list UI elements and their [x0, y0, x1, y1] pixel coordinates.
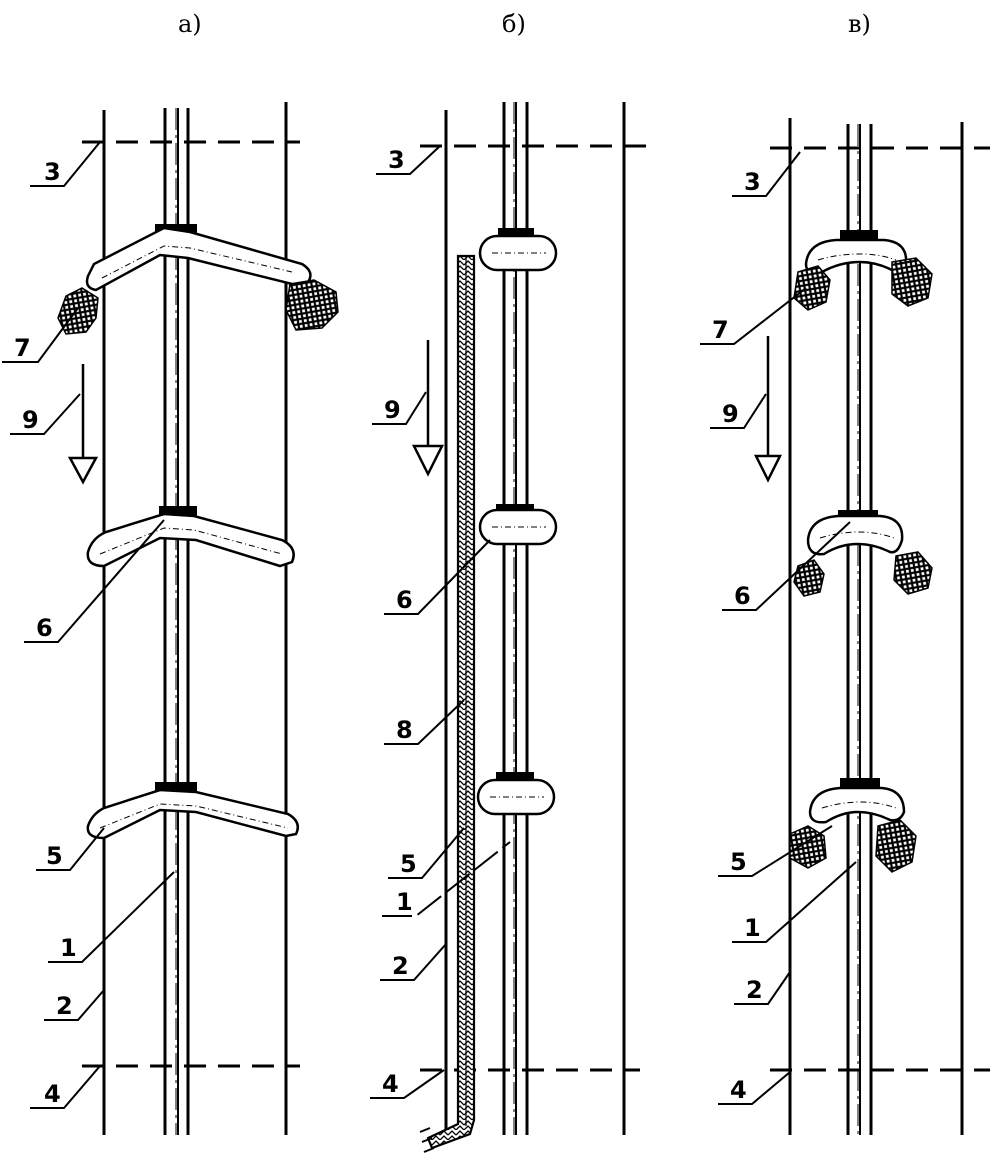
svg-text:3: 3: [744, 168, 761, 196]
panel-c-callout-5: 5: [718, 825, 833, 877]
panel-c-pipe: [846, 124, 873, 1135]
panel-b-callout-1: 1: [382, 841, 511, 917]
panel-a-debris-right: [285, 279, 339, 331]
panel-a-callout-1: 1: [48, 871, 175, 963]
svg-text:7: 7: [712, 316, 729, 344]
panel-c-fastener-top: [804, 230, 908, 275]
svg-text:8: 8: [396, 716, 413, 744]
svg-text:6: 6: [36, 614, 53, 642]
svg-text:1: 1: [744, 914, 761, 942]
panel-b-callout-6: 6: [384, 539, 491, 615]
svg-text:9: 9: [722, 400, 739, 428]
svg-text:2: 2: [392, 952, 409, 980]
svg-text:5: 5: [46, 842, 63, 870]
panel-c-fastener-mid: [806, 510, 904, 556]
panel-a-title: а): [178, 10, 202, 38]
panel-c-debris-top-left: [793, 265, 831, 311]
panel-a-fastener-mid: [86, 506, 295, 568]
panel-b-cable: [419, 254, 476, 1153]
panel-c-debris-mid-right: [893, 551, 933, 595]
panel-b: б): [370, 10, 650, 1153]
svg-text:4: 4: [382, 1070, 399, 1098]
panel-b-title: б): [502, 10, 526, 38]
svg-text:1: 1: [396, 888, 413, 916]
panel-c: в): [700, 10, 990, 1135]
panel-c-debris-low-right: [875, 819, 917, 873]
svg-text:2: 2: [746, 976, 763, 1004]
panel-c-fastener-low: [808, 778, 906, 824]
svg-text:6: 6: [396, 586, 413, 614]
panel-a-fastener-top: [85, 224, 312, 292]
panel-a-pipe: [163, 108, 190, 1135]
svg-text:5: 5: [730, 848, 747, 876]
svg-text:3: 3: [44, 158, 61, 186]
panel-c-callout-7: 7: [700, 287, 807, 345]
svg-text:9: 9: [22, 406, 39, 434]
svg-text:7: 7: [14, 334, 31, 362]
panel-a-callout-9: 9: [10, 393, 81, 435]
panel-b-pipe: [502, 102, 529, 1135]
panel-c-direction-arrow: [753, 336, 783, 483]
svg-text:9: 9: [384, 396, 401, 424]
panel-b-callout-8: 8: [384, 699, 465, 745]
svg-text:4: 4: [44, 1080, 61, 1108]
panel-a: а): [2, 10, 339, 1135]
panel-b-fastener-top: [478, 228, 558, 272]
panel-a-callout-3: 3: [30, 141, 101, 187]
svg-text:5: 5: [400, 850, 417, 878]
panel-a-callout-4: 4: [30, 1065, 101, 1109]
panel-c-callout-4: 4: [718, 1071, 791, 1105]
panel-c-callout-1: 1: [732, 861, 857, 943]
svg-text:3: 3: [388, 146, 405, 174]
panel-b-callout-3: 3: [376, 145, 441, 175]
panel-a-callout-5: 5: [36, 827, 105, 871]
panel-a-direction-arrow: [67, 364, 99, 485]
panel-a-callout-6: 6: [24, 519, 165, 643]
panel-c-callout-2: 2: [734, 971, 791, 1005]
panel-c-debris-top-right: [891, 257, 933, 307]
panel-b-callout-5: 5: [388, 827, 465, 879]
panel-c-callout-9: 9: [710, 393, 767, 429]
panel-b-direction-arrow: [411, 340, 445, 477]
panel-b-fastener-mid: [478, 504, 558, 546]
svg-text:1: 1: [60, 934, 77, 962]
panel-b-fastener-low: [476, 772, 556, 816]
panel-b-callout-9: 9: [372, 391, 427, 425]
panel-b-callout-2: 2: [380, 943, 447, 981]
panel-b-callout-4: 4: [370, 1069, 445, 1099]
panel-c-callout-6: 6: [722, 521, 851, 611]
panel-a-fastener-low: [86, 782, 299, 840]
panel-c-title: в): [848, 10, 871, 38]
panel-a-callout-7: 7: [2, 307, 79, 363]
panel-c-callout-3: 3: [732, 151, 801, 197]
svg-text:2: 2: [56, 992, 73, 1020]
svg-text:6: 6: [734, 582, 751, 610]
panel-c-debris-mid-left: [793, 559, 825, 597]
panel-a-callout-2: 2: [44, 989, 105, 1021]
svg-text:4: 4: [730, 1076, 747, 1104]
